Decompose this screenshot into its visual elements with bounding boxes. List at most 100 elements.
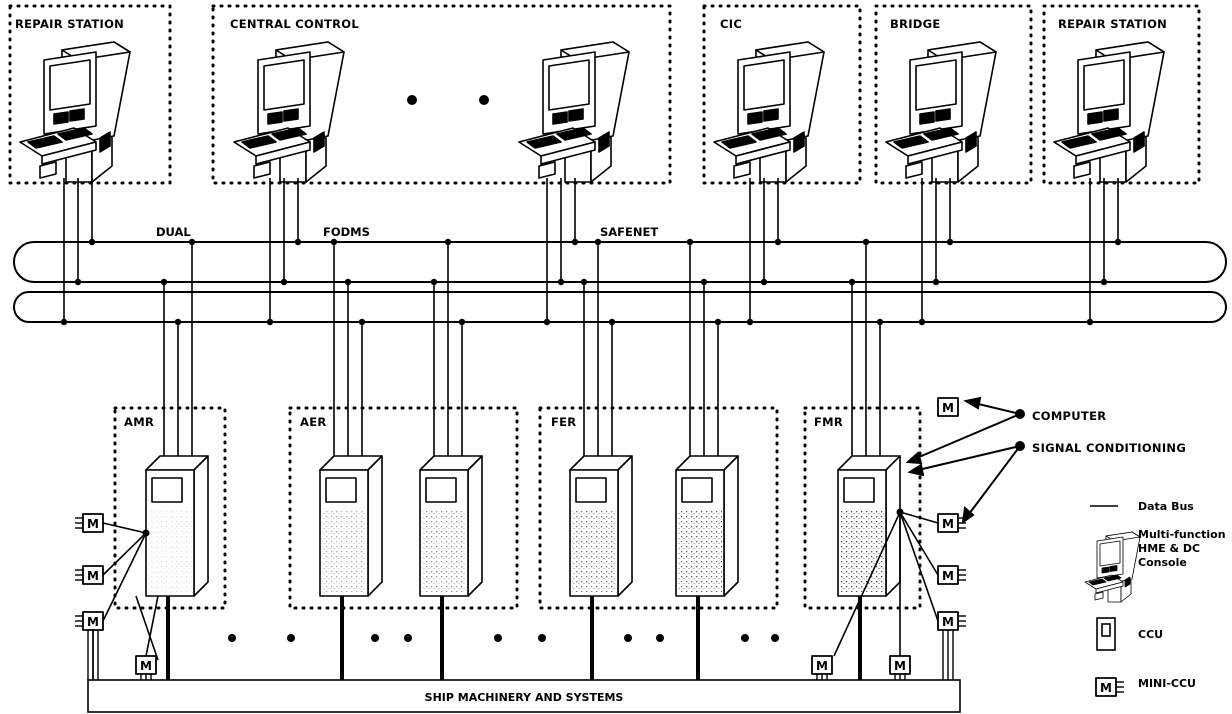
ccu-fmr xyxy=(837,455,901,680)
ship-machinery-box xyxy=(87,679,961,713)
side-panel xyxy=(965,131,977,153)
lower-bus-ring xyxy=(13,291,1227,323)
console-keyboard-front xyxy=(735,141,791,165)
mini-ccu-amr-3: M xyxy=(75,611,104,631)
keypad-b xyxy=(1091,127,1127,141)
zone-label-fmr: FMR xyxy=(814,415,843,429)
zone-fer xyxy=(538,406,779,610)
zone-cic xyxy=(702,4,862,185)
mini-ccu-link xyxy=(899,511,939,576)
zone-repair-station-right xyxy=(1042,4,1201,185)
side-panel xyxy=(1133,131,1145,153)
console-keyboard-front xyxy=(907,141,963,165)
console-keyboard-front xyxy=(540,141,596,165)
console-drawer xyxy=(905,161,923,179)
mini-ccu-amr-1: M xyxy=(75,513,104,533)
mini-ccu-link xyxy=(102,532,147,576)
bus-junction xyxy=(686,238,694,246)
continuation-dot xyxy=(494,634,502,642)
mini-ccu-letter: M xyxy=(1100,681,1112,695)
ccu-shading xyxy=(422,510,466,592)
bus-junction xyxy=(714,318,722,326)
side-panel xyxy=(793,131,805,153)
button-block xyxy=(747,111,763,125)
continuation-dot xyxy=(479,95,489,105)
bus-junction xyxy=(174,318,182,326)
legend-console-line-3: Console xyxy=(1138,556,1187,569)
bus-junction xyxy=(358,318,366,326)
mini-ccu-fmr-base-2: M xyxy=(889,655,911,680)
bus-junction xyxy=(294,238,302,246)
button-block xyxy=(1101,566,1110,574)
button-block xyxy=(919,111,935,125)
button-block xyxy=(568,108,584,122)
bus-junction xyxy=(946,238,954,246)
callout-dot xyxy=(1015,441,1025,451)
button-block xyxy=(763,108,779,122)
zone-amr xyxy=(113,406,227,610)
console xyxy=(1084,531,1141,603)
mini-ccu-link xyxy=(899,511,939,622)
bus-junction xyxy=(746,318,754,326)
bus-junction xyxy=(932,278,940,286)
zone-repair-station-left xyxy=(8,4,172,185)
ccu-shading xyxy=(678,510,722,592)
keypad-a xyxy=(1088,578,1107,586)
ship-machinery-label: SHIP MACHINERY AND SYSTEMS xyxy=(425,691,624,704)
mini-ccu-link xyxy=(833,511,901,657)
continuation-dot xyxy=(407,95,417,105)
mini-ccu-letter: M xyxy=(942,517,954,531)
console xyxy=(518,41,630,183)
legend-console-icon xyxy=(1084,531,1141,603)
ccu-side xyxy=(193,455,209,597)
console-keyboard-front xyxy=(255,141,311,165)
zone-boxes xyxy=(8,4,1201,610)
continuation-dot xyxy=(228,634,236,642)
mini-ccu-letter: M xyxy=(942,569,954,583)
button-block xyxy=(552,111,568,125)
keypad-b xyxy=(751,127,787,141)
bus-junction xyxy=(458,318,466,326)
callout-dot xyxy=(1015,409,1025,419)
bus-junction xyxy=(862,238,870,246)
console-drawer xyxy=(538,161,556,179)
ccu-fer-1 xyxy=(569,455,633,680)
button-block xyxy=(267,111,283,125)
console-drawer xyxy=(733,161,751,179)
zone-label-bridge: BRIDGE xyxy=(890,17,941,31)
bus-junction xyxy=(74,278,82,286)
zone-label-repair-station-right: REPAIR STATION xyxy=(1058,17,1167,31)
bus-junction xyxy=(280,278,288,286)
console-screen xyxy=(263,59,305,111)
bus-junction xyxy=(444,238,452,246)
mini-ccu-letter: M xyxy=(87,569,99,583)
button-block xyxy=(1103,108,1119,122)
bus-junction xyxy=(580,278,588,286)
mini-ccu-letter: M xyxy=(942,615,954,629)
legend-data-bus: Data Bus xyxy=(1138,500,1194,513)
bus-junction xyxy=(60,318,68,326)
mini-ccu-computer-callout: M xyxy=(937,397,959,417)
side-panel xyxy=(598,131,610,153)
zone-central-control xyxy=(211,4,672,185)
console-screen xyxy=(915,59,957,111)
keypad-a xyxy=(241,135,277,149)
console-keyboard-front xyxy=(41,141,97,165)
button-block xyxy=(283,108,299,122)
bus-label-fodms: FODMS xyxy=(323,225,370,239)
mini-ccu-amr-base: M xyxy=(135,655,157,680)
legend-mini-ccu-box: M xyxy=(1095,677,1124,697)
bus-junction xyxy=(1114,238,1122,246)
keypad-b xyxy=(57,127,93,141)
legend-console-line-2: HME & DC xyxy=(1138,542,1200,555)
mini-ccu-letter: M xyxy=(87,615,99,629)
zone-bridge xyxy=(874,4,1033,185)
keypad-b xyxy=(1103,574,1122,582)
side-panel xyxy=(99,131,111,153)
ccu-shading xyxy=(572,510,616,592)
continuation-dot xyxy=(656,634,664,642)
keypad-a xyxy=(721,135,757,149)
keypad-b xyxy=(556,127,592,141)
callout-arrows xyxy=(905,396,1025,525)
